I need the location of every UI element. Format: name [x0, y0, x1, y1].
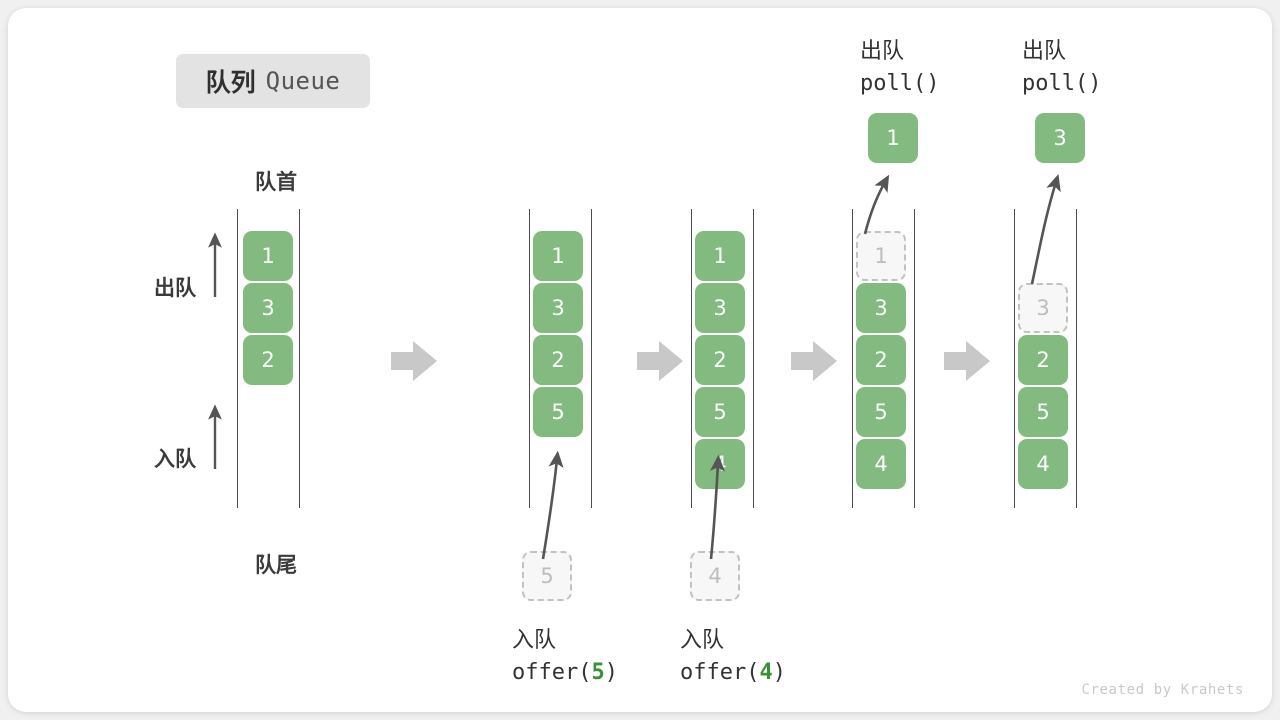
queue-rail-left-3 [691, 209, 692, 508]
queue-rail-right-2 [591, 209, 592, 508]
transition-arrow-3 [791, 341, 837, 381]
queue-offer4-cell-0: 1 [695, 231, 745, 281]
queue-rail-left-5 [1014, 209, 1015, 508]
caption-poll-3-cn: 出队 [1022, 39, 1067, 64]
caption-offer-5-code: offer(5) [512, 660, 618, 685]
queue-rail-right-5 [1076, 209, 1077, 508]
transition-arrow-1 [391, 341, 437, 381]
polled-element-1: 1 [868, 113, 918, 163]
popped-cell-3: 3 [1035, 113, 1085, 163]
queue-initial-cell-0: 1 [243, 231, 293, 281]
tail-label: 队尾 [255, 553, 297, 577]
queue-initial-cell-2: 2 [243, 335, 293, 385]
transition-arrow-4 [944, 341, 990, 381]
caption-offer-5: 入队 offer(5) [512, 622, 618, 685]
queue-initial-cell-1: 3 [243, 283, 293, 333]
incoming-cell-4: 4 [690, 551, 740, 601]
queue-poll3-cell-0: 3 [1018, 283, 1068, 333]
queue-poll1-cell-4: 4 [856, 439, 906, 489]
caption-poll-1-cn: 出队 [860, 39, 905, 64]
offer-5-arrow [541, 450, 564, 560]
queue-offer4-cell-4: 4 [695, 439, 745, 489]
popped-cell-1: 1 [868, 113, 918, 163]
incoming-element-4: 4 [690, 551, 740, 601]
head-label: 队首 [255, 170, 297, 194]
caption-offer-5-cn: 入队 [512, 628, 557, 653]
queue-offer4-cell-2: 2 [695, 335, 745, 385]
queue-poll1-cell-1: 3 [856, 283, 906, 333]
queue-poll3-cell-2: 5 [1018, 387, 1068, 437]
queue-rail-right-1 [299, 209, 300, 508]
dequeue-direction-label: 出队 [154, 276, 196, 300]
incoming-element-5: 5 [522, 551, 572, 601]
transition-arrow-2 [637, 341, 683, 381]
caption-offer-4-code: offer(4) [680, 660, 786, 685]
caption-poll-1-code: poll() [860, 71, 940, 96]
caption-offer-4-cn: 入队 [680, 628, 725, 653]
queue-offer5-cell-0: 1 [533, 231, 583, 281]
attribution-footer: Created by Krahets [1081, 682, 1244, 698]
caption-offer-4: 入队 offer(4) [680, 622, 786, 685]
caption-poll-3: 出队 poll() [1022, 33, 1101, 96]
queue-rail-left-1 [237, 209, 238, 508]
queue-offer4-cell-3: 5 [695, 387, 745, 437]
caption-poll-1: 出队 poll() [860, 33, 939, 96]
queue-offer4-cell-1: 3 [695, 283, 745, 333]
queue-offer5-cell-2: 2 [533, 335, 583, 385]
incoming-cell-5: 5 [522, 551, 572, 601]
queue-offer5-cell-3: 5 [533, 387, 583, 437]
queue-poll3-cell-3: 4 [1018, 439, 1068, 489]
queue-poll3-cell-1: 2 [1018, 335, 1068, 385]
queue-rail-left-4 [852, 209, 853, 508]
queue-rail-right-3 [753, 209, 754, 508]
poll-1-arrow [863, 174, 890, 235]
queue-poll1-cell-0: 1 [856, 231, 906, 281]
diagram-title-badge: 队列 Queue [176, 54, 370, 108]
title-english: Queue [265, 67, 341, 95]
poll-3-arrow [1030, 174, 1061, 285]
caption-poll-3-code: poll() [1022, 71, 1102, 96]
queue-offer5-cell-1: 3 [533, 283, 583, 333]
queue-rail-right-4 [914, 209, 915, 508]
queue-poll1-cell-3: 5 [856, 387, 906, 437]
enqueue-direction-label: 入队 [154, 447, 196, 471]
queue-rail-left-2 [529, 209, 530, 508]
queue-poll1-cell-2: 2 [856, 335, 906, 385]
polled-element-3: 3 [1035, 113, 1085, 163]
title-chinese: 队列 [205, 68, 256, 97]
